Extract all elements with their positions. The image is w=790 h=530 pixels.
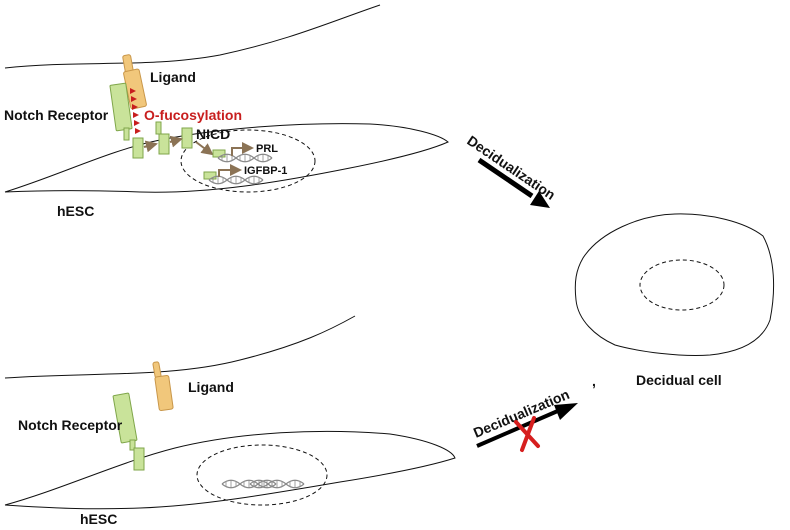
decidualization-path: Decidualization Decidual cell Decidualiz… bbox=[464, 132, 775, 452]
top-panel: Ligand Notch Receptor O-fucosylation NIC… bbox=[4, 4, 449, 219]
bottom-ligand-body bbox=[154, 374, 174, 412]
igfbp1-dna-icon bbox=[208, 175, 264, 185]
top-ligand-label: Ligand bbox=[150, 69, 196, 85]
decidualization-arrow-blocked bbox=[476, 408, 561, 448]
decidualization-label-top: Decidualization bbox=[464, 132, 558, 203]
top-nucleus bbox=[180, 129, 316, 193]
nicd-fragment-3 bbox=[181, 127, 193, 149]
prl-gene-label: PRL bbox=[256, 143, 278, 155]
decidual-cell-nucleus bbox=[639, 259, 725, 311]
prl-transcription-arrow bbox=[231, 142, 254, 156]
bottom-notch-receptor-intracellular bbox=[133, 447, 145, 471]
top-hesc-label: hESC bbox=[57, 203, 94, 219]
top-notch-receptor-label: Notch Receptor bbox=[4, 107, 109, 123]
bottom-ligand-shape bbox=[152, 361, 162, 379]
decidualization-arrowhead-blocked bbox=[554, 403, 578, 420]
bottom-hesc-cell-outline bbox=[4, 430, 456, 510]
decidualization-arrowhead-success bbox=[530, 191, 550, 208]
igfbp1-gene-label: IGFBP-1 bbox=[244, 165, 287, 177]
bottom-ligand-label: Ligand bbox=[188, 379, 234, 395]
bottom-notch-receptor-stem bbox=[129, 439, 136, 451]
nicd-on-igfbp1 bbox=[203, 171, 217, 180]
nicd-fragment-1 bbox=[155, 121, 162, 135]
decidual-cell-label: Decidual cell bbox=[636, 372, 722, 388]
nicd-on-prl bbox=[212, 149, 226, 158]
nicd-arrow-1 bbox=[143, 140, 158, 153]
decidual-cell-outline bbox=[574, 213, 775, 356]
top-notch-receptor-intracellular bbox=[132, 137, 144, 159]
bottom-upper-membrane bbox=[4, 315, 356, 379]
bottom-notch-receptor-label: Notch Receptor bbox=[18, 417, 123, 433]
bottom-notch-receptor-extracellular bbox=[112, 392, 138, 444]
blocked-cross-icon bbox=[514, 416, 540, 452]
decidualization-arrow-success bbox=[477, 157, 534, 199]
nicd-arrow-3 bbox=[195, 141, 214, 156]
stray-mark: , bbox=[592, 373, 596, 389]
o-fucose-marks bbox=[130, 88, 141, 134]
nicd-fragment-2 bbox=[158, 133, 170, 155]
bottom-nucleus bbox=[196, 444, 328, 506]
nicd-arrow-2 bbox=[169, 135, 183, 148]
igfbp1-transcription-arrow bbox=[218, 164, 242, 177]
top-notch-receptor-stem bbox=[123, 127, 130, 141]
bottom-hesc-label: hESC bbox=[80, 511, 117, 527]
bottom-panel: Ligand Notch Receptor hESC bbox=[4, 315, 456, 527]
nicd-label: NICD bbox=[196, 126, 230, 142]
o-fucosylation-label: O-fucosylation bbox=[144, 107, 242, 123]
prl-dna-icon bbox=[217, 153, 273, 163]
top-upper-membrane bbox=[4, 4, 381, 69]
